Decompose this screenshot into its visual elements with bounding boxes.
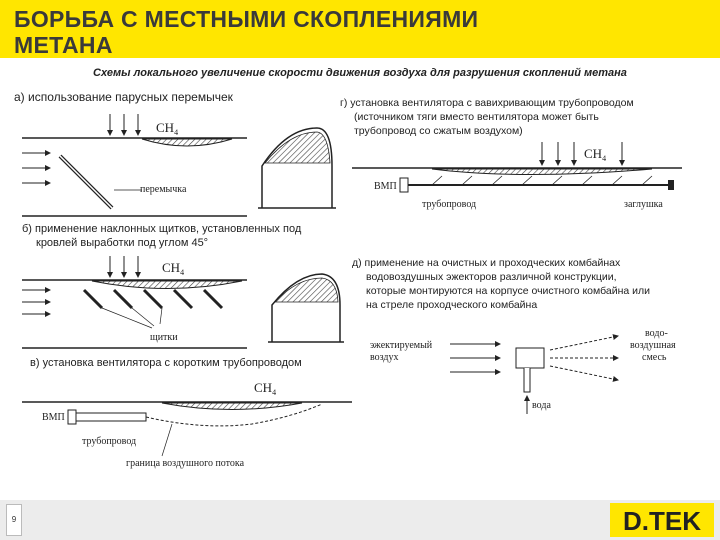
page-subtitle: Схемы локального увеличение скорости дви… (93, 67, 627, 79)
ch4-label-g: CH4 (584, 146, 606, 163)
footer-bar (0, 500, 720, 540)
plug-label-g: заглушка (624, 199, 663, 210)
ch4-label-v: CH4 (254, 380, 276, 397)
inflow-arrows-b (22, 256, 141, 317)
ejector-inflow-arrows (450, 341, 501, 375)
water-label: вода (532, 400, 551, 411)
caption-g: г) установка вентилятора с вавихривающим… (340, 96, 634, 138)
diagram-g: CH4 ВМП трубопровод заглушка (352, 142, 682, 210)
caption-v: в) установка вентилятора с коротким труб… (30, 357, 302, 369)
water-air-mix-label: водо- воздушная смесь (630, 328, 678, 363)
caption-g-line1: г) установка вентилятора с вавихривающим… (340, 97, 634, 109)
methane-accumulation (141, 138, 233, 147)
diagram-v: CH4 ВМП трубопровод граница воздушного п… (22, 380, 352, 469)
swirl-jets (431, 175, 653, 186)
airflow-boundary (145, 403, 323, 427)
ejector-body (515, 347, 545, 369)
plug-g (668, 180, 674, 190)
caption-d-line2: водовоздушных эжекторов различной констр… (366, 271, 617, 283)
diagram-b: CH4 щитки (22, 256, 344, 349)
caption-d: д) применение на очистных и проходческих… (352, 256, 650, 312)
page-number: 9 (6, 504, 22, 536)
page-title: БОРЬБА С МЕСТНЫМИ СКОПЛЕНИЯМИ МЕТАНА (14, 6, 614, 58)
inflow-arrows (22, 114, 141, 186)
vmp-label-g: ВМП (374, 181, 397, 192)
page-title-line1: БОРЬБА С МЕСТНЫМИ СКОПЛЕНИЯМИ (14, 6, 479, 32)
caption-d-line1: д) применение на очистных и проходческих… (352, 257, 621, 269)
page-title-line2: МЕТАНА (14, 32, 113, 58)
pipe-label-v: трубопровод (82, 436, 136, 447)
boundary-label: граница воздушного потока (126, 458, 245, 469)
barrier-label: перемычка (140, 184, 187, 195)
inclined-shields (82, 288, 224, 310)
ch4-label-a: CH4 (156, 120, 178, 137)
caption-g-line2: (источником тяги вместо вентилятора може… (354, 111, 599, 123)
shields-label: щитки (150, 332, 178, 343)
pipe-v (75, 412, 147, 422)
cross-section-arch (261, 127, 333, 208)
fan-icon-g (399, 177, 409, 193)
fan-icon-v (67, 409, 77, 425)
diagram-a: CH4 перемычка (22, 114, 336, 217)
pipe-label-g: трубопровод (422, 199, 476, 210)
caption-a: а) использование парусных перемычек (14, 90, 233, 104)
dtek-logo: D.TEK (610, 503, 714, 537)
caption-g-line3: трубопровод со сжатым воздухом) (354, 125, 523, 137)
caption-d-line3: которые монтируются на корпусе очистного… (366, 285, 650, 297)
caption-b-line1: б) применение наклонных щитков, установл… (22, 223, 302, 235)
vmp-label-v: ВМП (42, 412, 65, 423)
caption-b: б) применение наклонных щитков, установл… (22, 222, 301, 250)
caption-b-line2: кровлей выработки под углом 45° (36, 237, 209, 249)
ch4-label-b: CH4 (162, 260, 184, 277)
ejector-outflow-arrows (549, 334, 619, 382)
title-bar (0, 0, 720, 58)
caption-d-line4: на стреле проходческого комбайна (366, 299, 538, 311)
svg-text:D.TEK: D.TEK (623, 506, 701, 536)
